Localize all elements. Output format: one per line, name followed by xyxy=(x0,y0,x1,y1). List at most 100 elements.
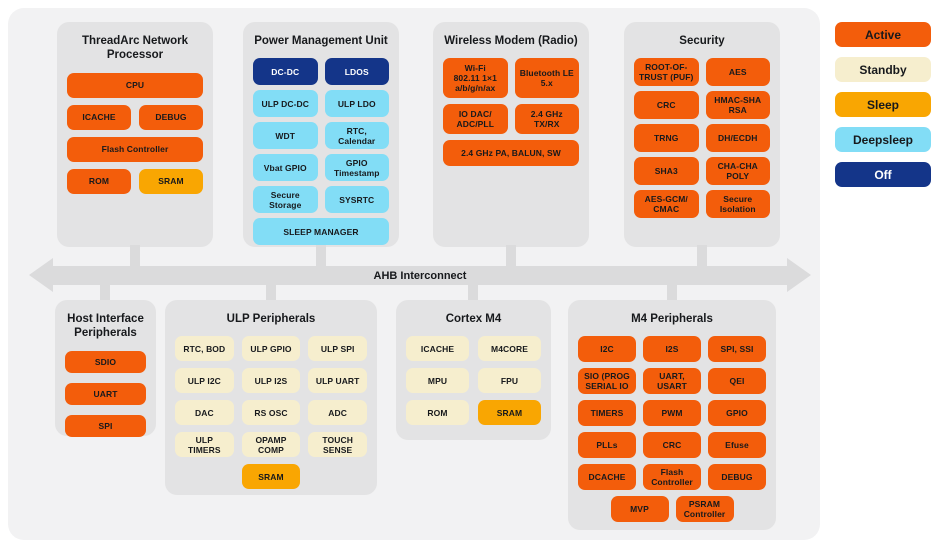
tile-sram: SRAM xyxy=(241,464,301,490)
tile-ldos: LDOS xyxy=(324,58,389,86)
tile-rtc-bod: RTC, BOD xyxy=(175,336,234,362)
tile-fpu: FPU xyxy=(478,368,541,394)
legend-off: Off xyxy=(835,162,931,187)
tile-grid-m4p: I2C I2S SPI, SSI SIO (PROG SERIAL IO UART, U… xyxy=(578,336,766,523)
tile-ulp-ldo: ULP LDO xyxy=(324,90,389,118)
tile-wi-fi-802-11-1-1-a-b-g-n-ax: Wi-Fi 802.11 1×1 a/b/g/n/ax xyxy=(443,58,508,99)
tile-dh-ecdh: DH/ECDH xyxy=(705,124,770,153)
tile-uart-usart: UART, USART xyxy=(643,368,701,395)
tile-bluetooth-le-5-x: Bluetooth LE 5.x xyxy=(514,58,579,99)
tile-crc: CRC xyxy=(643,432,701,459)
tile-touch-sense: TOUCH SENSE xyxy=(308,432,367,458)
group-threadarc-network-processor: ThreadArc Network Processor CPU ICACHE DEB… xyxy=(57,22,213,247)
connector-line-cortex xyxy=(468,283,478,302)
tile-trng: TRNG xyxy=(634,124,699,153)
connector-line-threadarc xyxy=(130,245,140,268)
tile-plls: PLLs xyxy=(578,432,636,459)
tile-icache: ICACHE xyxy=(406,336,469,362)
tile-rs-osc: RS OSC xyxy=(241,400,301,426)
tile-i2c: I2C xyxy=(578,336,636,363)
tile-vbat-gpio: Vbat GPIO xyxy=(253,154,318,182)
connector-line-host xyxy=(100,283,110,302)
tile-timers: TIMERS xyxy=(578,400,636,427)
legend-deepsleep: Deepsleep xyxy=(835,127,931,152)
tile-grid-host: SDIO UART SPI xyxy=(65,350,146,437)
tile-icache: ICACHE xyxy=(67,104,131,130)
tile-secure-isolation: Secure Isolation xyxy=(705,190,770,219)
tile-root-of-trust-puf: ROOT-OF- TRUST (PUF) xyxy=(634,58,699,87)
tile-crc: CRC xyxy=(634,91,699,120)
legend-active: Active xyxy=(835,22,931,47)
group-title-cortex: Cortex M4 xyxy=(445,313,502,325)
tile-sha3: SHA3 xyxy=(634,157,699,186)
tile-cpu: CPU xyxy=(67,72,203,98)
ahb-interconnect-bus: AHB Interconnect xyxy=(29,258,811,292)
tile-gpio-timestamp: GPIO Timestamp xyxy=(324,154,389,182)
tile-aes: AES xyxy=(705,58,770,87)
tile-ulp-spi: ULP SPI xyxy=(308,336,367,362)
tile-spi: SPI xyxy=(65,414,146,437)
tile-adc: ADC xyxy=(308,400,367,426)
tile-dc-dc: DC-DC xyxy=(253,58,318,86)
tile-flash-controller: Flash Controller xyxy=(67,136,203,162)
tile-debug: DEBUG xyxy=(708,464,766,491)
tile-qei: QEI xyxy=(708,368,766,395)
tile-aes-gcm-cmac: AES-GCM/ CMAC xyxy=(634,190,699,219)
tile-io-dac-adc-pll: IO DAC/ ADC/PLL xyxy=(443,104,508,135)
tile-dac: DAC xyxy=(175,400,234,426)
tile-sio-prog-serial-io: SIO (PROG SERIAL IO xyxy=(578,368,636,395)
tile-pwm: PWM xyxy=(643,400,701,427)
group-title-ulp: ULP Peripherals xyxy=(226,313,316,325)
connector-line-security xyxy=(697,245,707,268)
legend-standby: Standby xyxy=(835,57,931,82)
tile-ulp-timers: ULP TIMERS xyxy=(175,432,234,458)
tile-secure-storage: Secure Storage xyxy=(253,186,318,214)
tile-dcache: DCACHE xyxy=(578,464,636,491)
group-cortex-m4: Cortex M4 ICACHE M4CORE MPU FPU ROM SRAM xyxy=(396,300,551,440)
tile-2-4-ghz-tx-rx: 2.4 GHz TX/RX xyxy=(514,104,579,135)
tile-cha-cha-poly: CHA-CHA POLY xyxy=(705,157,770,186)
tile-sram: SRAM xyxy=(478,400,541,426)
tile-uart: UART xyxy=(65,382,146,405)
group-title-wireless: Wireless Modem (Radio) xyxy=(444,35,578,47)
arrow-right-icon xyxy=(787,258,811,292)
tile-sdio: SDIO xyxy=(65,350,146,373)
tile-grid-cortex: ICACHE M4CORE MPU FPU ROM SRAM xyxy=(406,336,541,426)
tile-ulp-dc-dc: ULP DC-DC xyxy=(253,90,318,118)
group-title-pmu: Power Management Unit xyxy=(254,35,388,47)
tile-debug: DEBUG xyxy=(139,104,203,130)
tile-2-4-ghz-pa-balun-sw: 2.4 GHz PA, BALUN, SW xyxy=(443,140,579,167)
tile-sysrtc: SYSRTC xyxy=(324,186,389,214)
tile-rom: ROM xyxy=(406,400,469,426)
connector-line-wireless xyxy=(506,245,516,268)
tile-efuse: Efuse xyxy=(708,432,766,459)
connector-line-pmu xyxy=(316,245,326,268)
tile-rom: ROM xyxy=(67,168,131,194)
connector-line-m4p xyxy=(667,283,677,302)
tile-hmac-sha-rsa: HMAC-SHA RSA xyxy=(705,91,770,120)
tile-sram: SRAM xyxy=(139,168,203,194)
tile-mpu: MPU xyxy=(406,368,469,394)
tile-mvp: MVP xyxy=(610,496,669,523)
group-title-threadarc: ThreadArc Network Processor xyxy=(81,35,189,62)
tile-ulp-i2s: ULP I2S xyxy=(241,368,301,394)
tile-psram-controller: PSRAM Controller xyxy=(675,496,734,523)
tile-gpio: GPIO xyxy=(708,400,766,427)
tile-rtc-calendar: RTC, Calendar xyxy=(324,122,389,150)
tile-i2s: I2S xyxy=(643,336,701,363)
group-title-security: Security xyxy=(679,35,725,47)
tile-ulp-i2c: ULP I2C xyxy=(175,368,234,394)
tile-spi-ssi: SPI, SSI xyxy=(708,336,766,363)
tile-sleep-manager: SLEEP MANAGER xyxy=(253,218,389,246)
tile-m4core: M4CORE xyxy=(478,336,541,362)
